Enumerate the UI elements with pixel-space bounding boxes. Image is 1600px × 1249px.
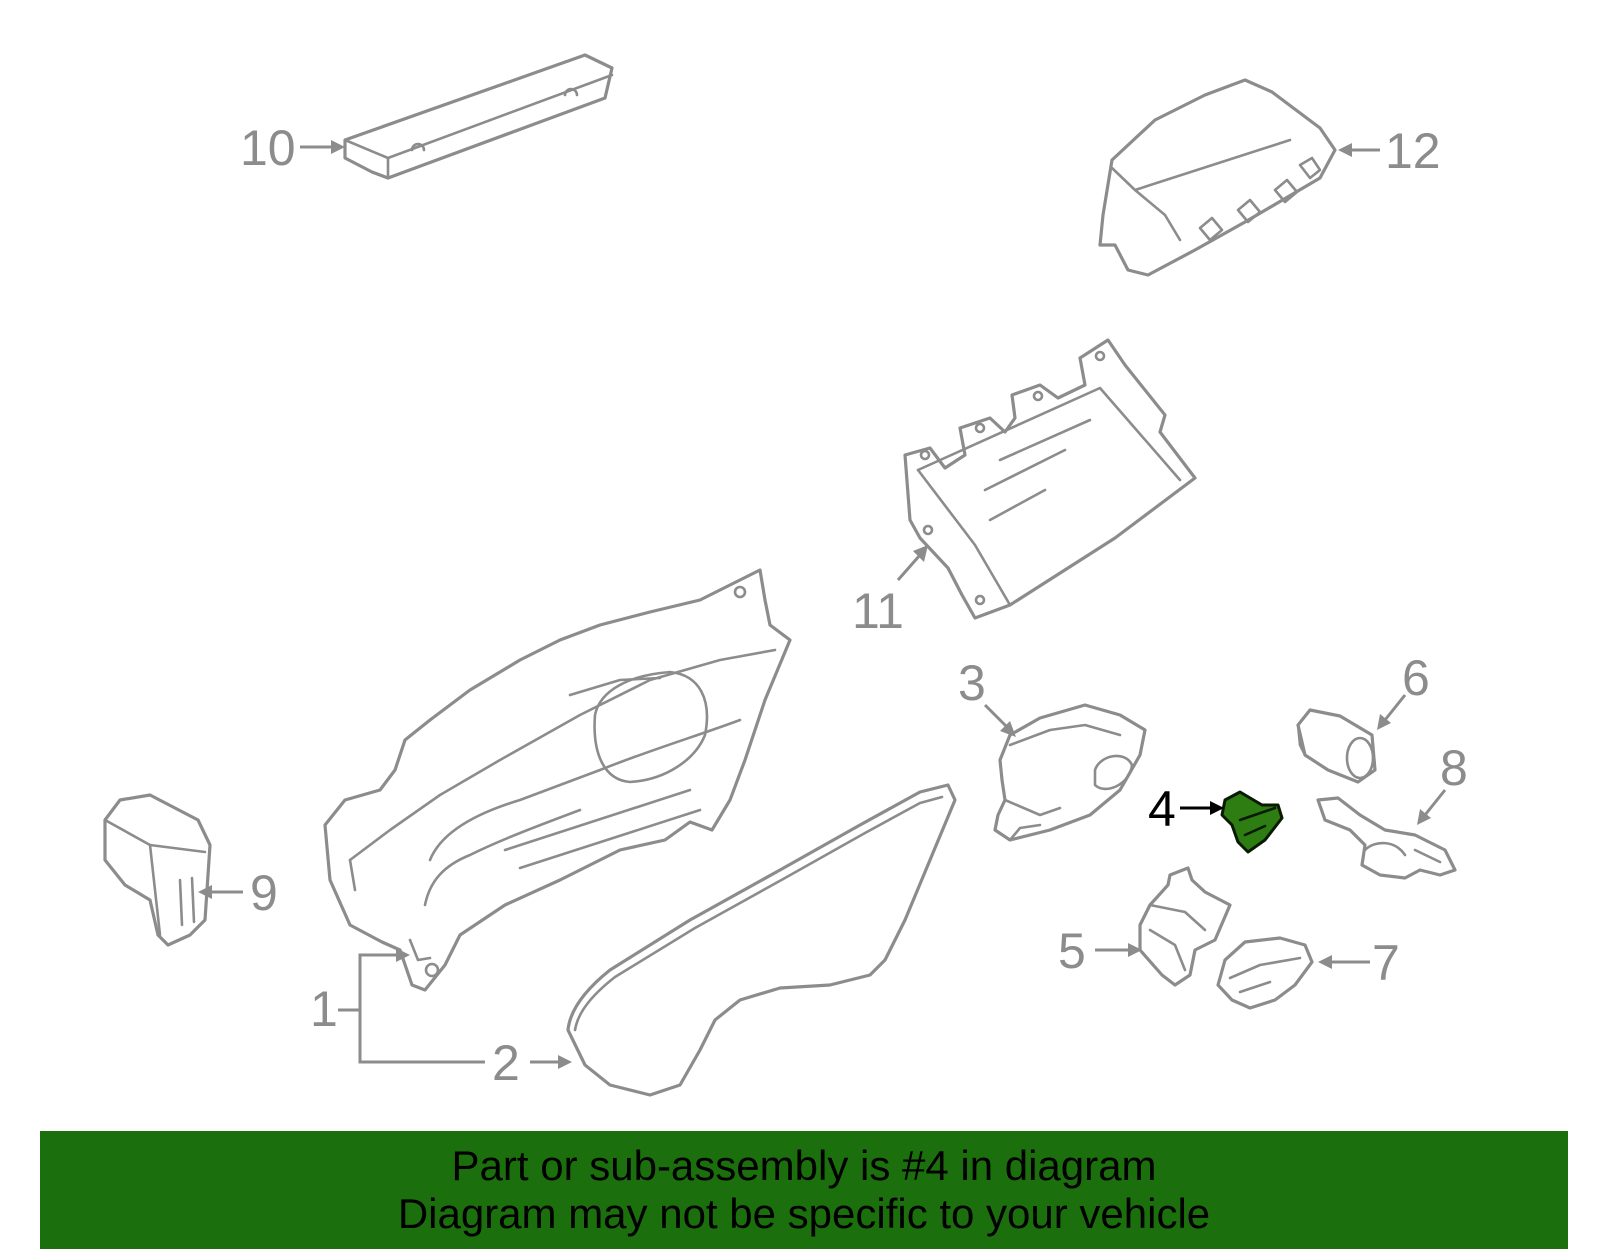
callout-6: 6	[1402, 650, 1430, 706]
callout-3: 3	[958, 655, 986, 711]
callout-9: 9	[250, 865, 278, 921]
callout-5: 5	[1058, 923, 1086, 979]
part-7-switch-housing[interactable]	[1216, 936, 1314, 1010]
part-4-highlighted-switch[interactable]	[1220, 790, 1284, 854]
callout-7: 7	[1372, 935, 1400, 991]
part-5-bracket[interactable]	[1138, 866, 1232, 987]
parts-diagram: 10 12 11 3 4 5 6 7 8 9 1 2	[103, 53, 1468, 1097]
part-2-cluster-lens[interactable]	[566, 783, 957, 1097]
banner-line-part: Part or sub-assembly is #4 in diagram	[451, 1142, 1157, 1189]
callout-labels: 10 12 11 3 4 5 6 7 8 9 1 2	[240, 120, 1468, 1091]
callout-4: 4	[1148, 781, 1176, 837]
part-3-switch-assembly[interactable]	[993, 703, 1147, 842]
part-9-switch-module[interactable]	[103, 793, 212, 947]
callout-8: 8	[1440, 740, 1468, 796]
leader-lines	[198, 140, 1447, 1069]
callout-10: 10	[240, 120, 296, 176]
callout-1: 1	[310, 981, 338, 1037]
part-6-knob[interactable]	[1296, 708, 1377, 784]
part-11-control-module[interactable]	[903, 338, 1197, 620]
callout-2: 2	[492, 1035, 520, 1091]
part-10-trim-panel[interactable]	[343, 53, 614, 180]
part-1-instrument-cluster[interactable]	[323, 568, 792, 992]
banner-line-disclaimer: Diagram may not be specific to your vehi…	[397, 1190, 1211, 1237]
callout-11: 11	[852, 583, 904, 639]
callout-12: 12	[1385, 123, 1441, 179]
part-8-bracket[interactable]	[1316, 796, 1457, 880]
info-banner: Part or sub-assembly is #4 in diagram Di…	[40, 1131, 1568, 1249]
part-12-airbag-module[interactable]	[1098, 78, 1337, 277]
